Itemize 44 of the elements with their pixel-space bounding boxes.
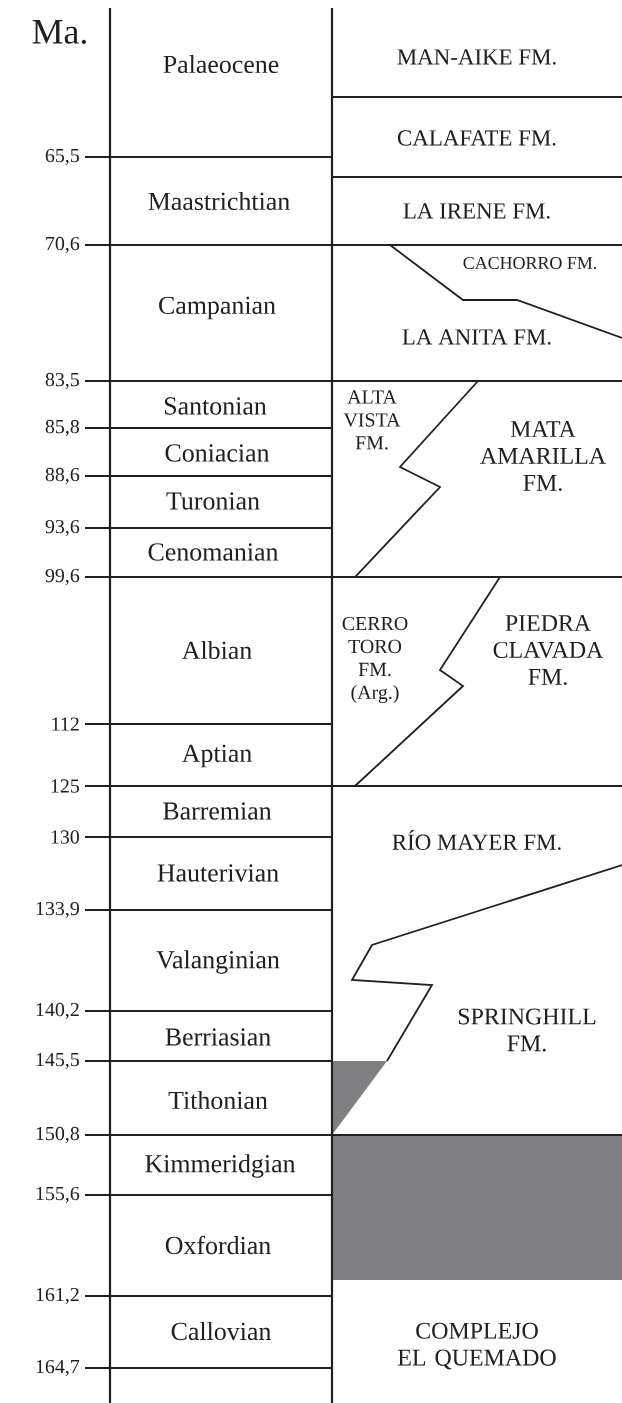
stage-label: Santonian — [164, 397, 267, 415]
stage-label: Albian — [182, 640, 252, 660]
age-label: 140,2 — [36, 1002, 79, 1020]
hiatus-area — [332, 1135, 622, 1280]
age-label: 125 — [51, 779, 80, 793]
age-label: 164,7 — [36, 1359, 80, 1377]
age-label: 130 — [51, 830, 80, 844]
age-label: 93,6 — [45, 519, 80, 537]
age-label: 99,6 — [45, 568, 80, 586]
stage-label: Maastrichtian — [148, 191, 290, 211]
stage-label: Coniacian — [165, 444, 270, 462]
age-label: 83,5 — [45, 372, 80, 390]
formation-label: RÍO MAYER FM. — [392, 830, 561, 850]
age-label: 133,9 — [36, 901, 79, 919]
age-label: 161,2 — [36, 1287, 79, 1305]
age-label: 150,8 — [36, 1126, 80, 1144]
stage-label: Oxfordian — [165, 1235, 271, 1255]
age-label: 145,5 — [36, 1052, 80, 1070]
stage-label: Turonian — [166, 492, 260, 510]
stage-label: Valanginian — [156, 950, 280, 974]
age-label: 85,8 — [45, 419, 80, 437]
stage-label: Tithonian — [168, 1090, 268, 1110]
stage-label: Cenomanian — [148, 543, 279, 561]
stage-label: Campanian — [159, 296, 276, 320]
formation-label: MAN-AIKE FM. — [397, 49, 556, 65]
formation-label: MATA AMARILLA FM. — [480, 421, 606, 491]
age-label: 112 — [52, 717, 79, 731]
age-label: 88,6 — [45, 467, 80, 485]
unit-label: Ma. — [32, 20, 86, 44]
age-label: 155,6 — [36, 1186, 80, 1204]
stage-label: Berriasian — [165, 1028, 271, 1046]
formation-label: LA IRENE FM. — [403, 203, 550, 219]
formation-label: COMPLEJO EL QUEMADO — [398, 1322, 556, 1370]
stage-label: Kimmeridgian — [145, 1154, 296, 1178]
stage-label: Aptian — [182, 744, 252, 768]
stage-label: Barremian — [163, 802, 272, 820]
stage-label: Callovian — [171, 1321, 271, 1341]
hiatus-area — [332, 1061, 387, 1135]
age-label: 65,5 — [45, 148, 80, 166]
formation-label: PIEDRA CLAVADA FM. — [493, 615, 604, 685]
stage-label: Palaeocene — [163, 54, 279, 74]
stage-label: Hauterivian — [157, 864, 279, 882]
formation-label: CALAFATE FM. — [397, 130, 556, 146]
age-label: 70,6 — [46, 236, 80, 254]
